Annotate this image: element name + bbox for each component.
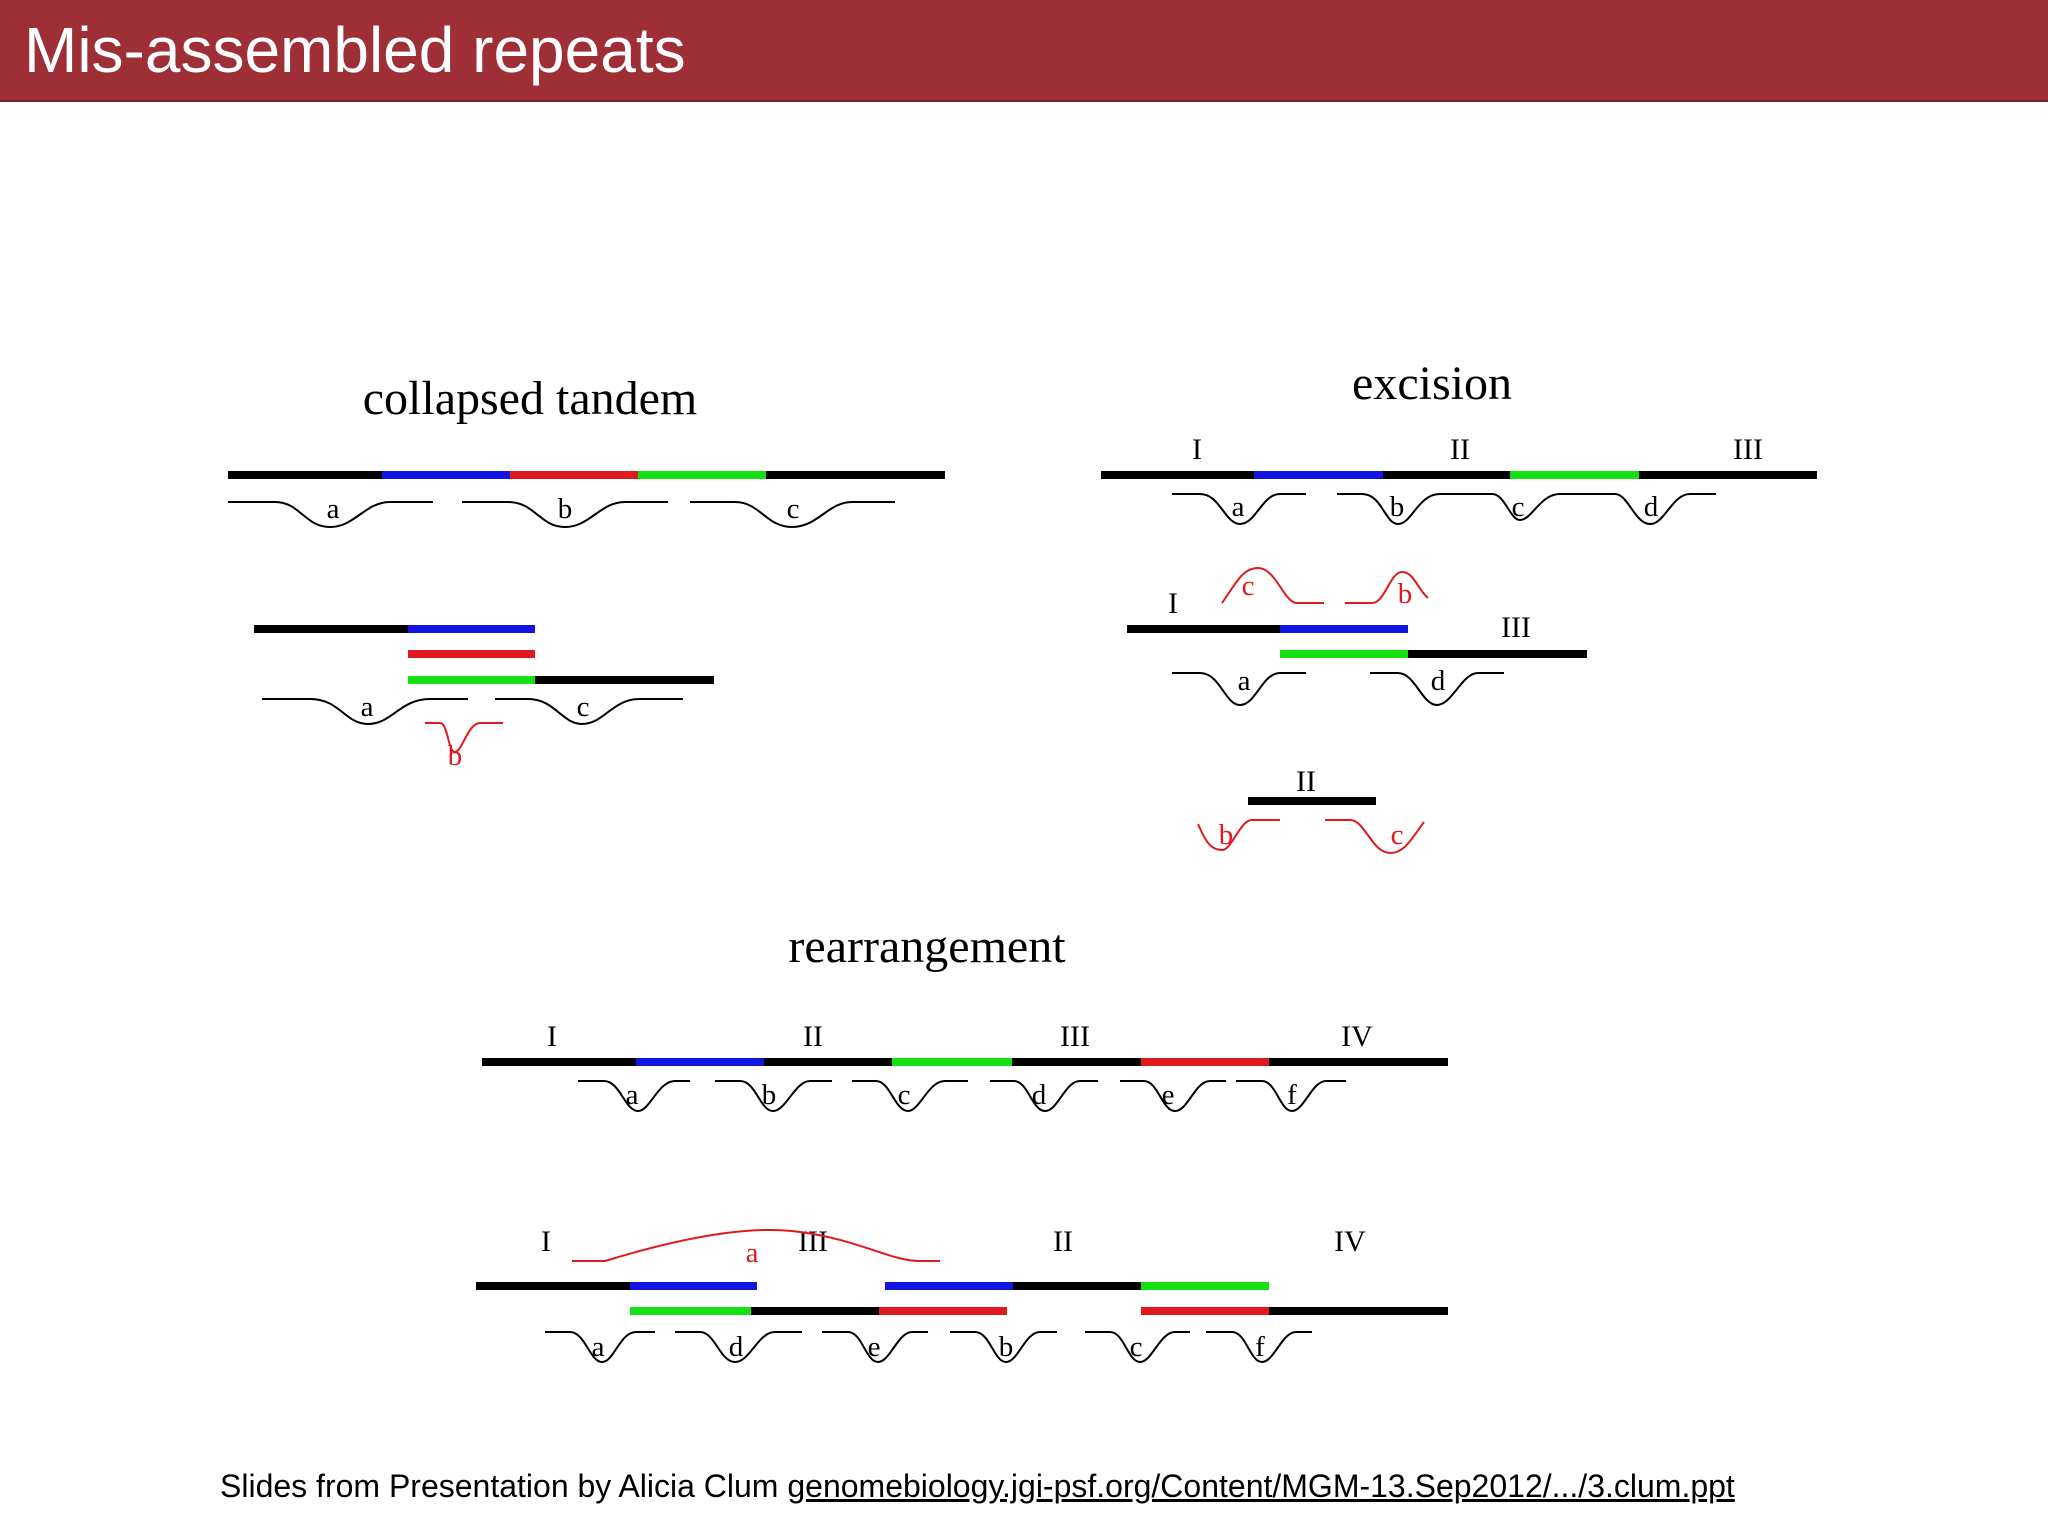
read-label: d [729,1331,744,1363]
mate-pair-read-misplaced [1325,819,1425,855]
rearrangement-title: rearrangement [788,920,1066,973]
mate-pair-read [990,1080,1098,1113]
region-label: III [1501,611,1531,644]
read-label: b [1390,491,1405,523]
read-label: c [787,493,800,525]
read-label: c [1130,1331,1143,1363]
mate-pair-read [1206,1331,1312,1364]
excision-title: excision [1352,357,1512,410]
read-label: a [1238,665,1251,697]
read-label: c [1242,570,1255,602]
region-label: III [1060,1020,1090,1053]
region-label: III [1733,433,1763,466]
mate-pair-read [1120,1080,1226,1113]
region-label: IV [1341,1020,1373,1053]
read-label: c [1391,819,1404,851]
rearranged-assembly [476,1282,1448,1315]
read-label: a [1232,491,1245,523]
region-label: I [547,1020,557,1053]
rearrangement-panel: rearrangement I II III IV a b c d e f [476,920,1448,1364]
read-label: a [592,1331,605,1363]
mate-pair-read [1466,493,1597,522]
read-label: a [327,493,340,525]
mate-pair-read [1172,672,1306,707]
collapsed-tandem-title: collapsed tandem [363,372,698,425]
mate-pair-read [1236,1080,1346,1113]
mate-pair-read [545,1331,655,1364]
mate-pair-read [228,501,433,529]
read-label: d [1032,1079,1047,1111]
read-label: b [1219,819,1234,851]
read-label: f [1255,1331,1265,1363]
read-label: e [1162,1079,1175,1111]
collapsed-tandem-panel: collapsed tandem a b c [228,372,945,772]
read-label: e [868,1331,881,1363]
read-label: b [999,1331,1014,1363]
read-label: a [746,1237,759,1269]
mate-pair-read [1085,1331,1190,1364]
excision-assembly [1127,625,1587,658]
source-caption: Slides from Presentation by Alicia Clum … [220,1468,1735,1505]
mate-pair-read [578,1080,690,1113]
title-bar: Mis-assembled repeats [0,0,2048,102]
read-label: d [1644,491,1659,523]
excision-panel: excision I II III a b c d I III [1101,357,1817,855]
mate-pair-read [1597,493,1716,526]
read-label: b [762,1079,777,1111]
region-label: II [1053,1225,1073,1258]
mate-pair-read-misplaced [1221,566,1324,604]
region-label: IV [1334,1225,1366,1258]
read-label: a [361,691,374,723]
read-label: a [626,1079,639,1111]
read-label: b [448,740,463,772]
region-label: III [798,1225,828,1258]
mate-pair-read [262,698,468,726]
mate-pair-read [715,1080,832,1113]
source-link[interactable]: genomebiology.jgi-psf.org/Content/MGM-13… [787,1468,1735,1504]
caption-text: Slides from Presentation by Alicia Clum [220,1468,788,1504]
mate-pair-read [852,1080,968,1113]
region-label: I [1192,433,1202,466]
mate-pair-read [495,698,683,726]
region-label: II [1296,765,1316,798]
mate-pair-read [462,501,668,529]
region-label: II [803,1020,823,1053]
read-label: d [1431,665,1446,697]
mate-pair-read [675,1331,802,1364]
read-label: b [1398,578,1413,610]
read-label: c [577,691,590,723]
mate-pair-read [690,501,895,529]
region-label: I [541,1225,551,1258]
mate-pair-read-misplaced [425,722,503,754]
mate-pair-read [950,1331,1057,1364]
mate-pair-read-misplaced [1345,570,1429,604]
region-label: I [1168,587,1178,620]
mate-pair-read-misplaced [1197,819,1280,852]
mate-pair-read [1370,672,1504,707]
read-label: b [558,493,573,525]
read-label: c [1512,491,1525,523]
mate-pair-read [822,1331,928,1364]
collapsed-assembly [254,625,714,684]
read-label: c [898,1079,911,1111]
mate-pair-read-misplaced [572,1228,940,1262]
mate-pair-read [1337,493,1466,526]
read-label: f [1287,1079,1297,1111]
mate-pair-read [1172,493,1306,526]
region-label: II [1450,433,1470,466]
slide-title: Mis-assembled repeats [24,14,686,86]
